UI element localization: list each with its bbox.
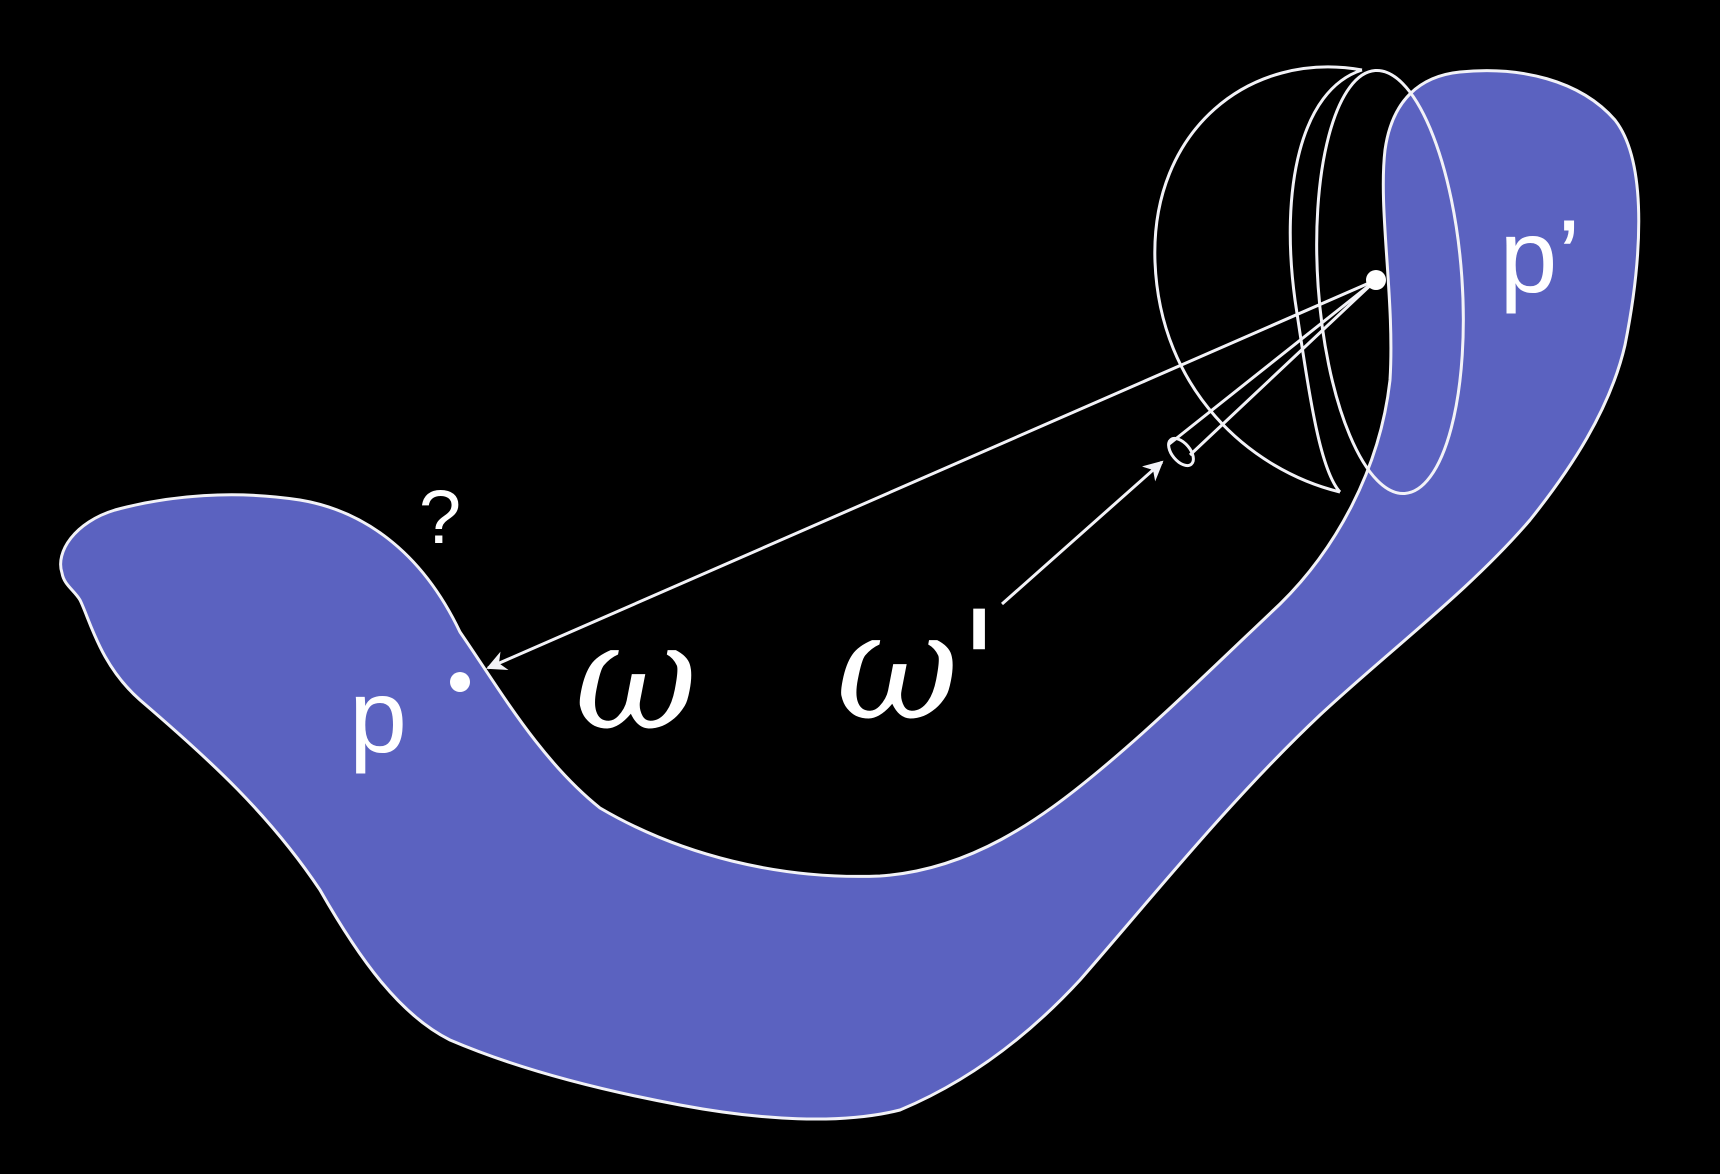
point-p-dot (450, 672, 470, 692)
hemisphere-icon (1153, 65, 1465, 496)
cone-icon (1167, 436, 1195, 468)
label-p-prime: p’ (1500, 199, 1581, 315)
label-question-mark: ? (419, 475, 461, 560)
label-p: p (349, 659, 407, 775)
label-omega-prime: ω' (836, 580, 1000, 754)
ray-lines (1167, 278, 1378, 457)
point-p-prime-dot (1366, 270, 1386, 290)
label-omega: ω (575, 590, 697, 764)
scattering-medium-shape (59, 69, 1641, 1121)
omega-arrow (486, 278, 1377, 670)
omega-prime-arrow (1001, 460, 1164, 606)
